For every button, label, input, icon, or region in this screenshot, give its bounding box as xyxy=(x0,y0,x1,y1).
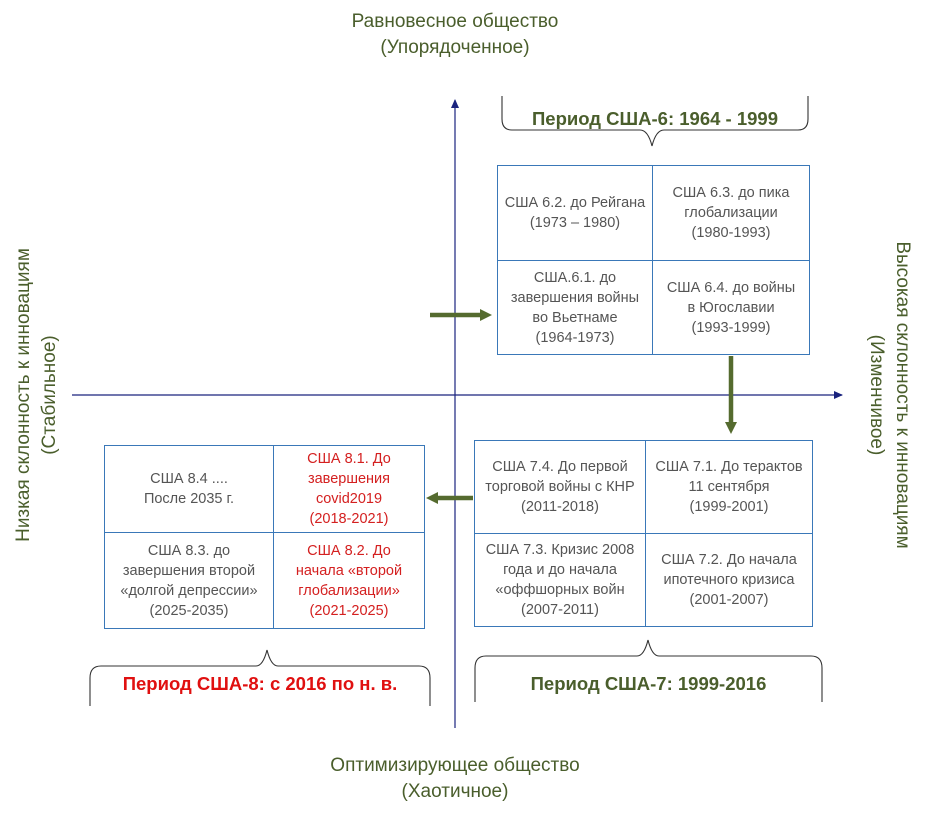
brace-usa6 xyxy=(501,96,809,147)
cell-usa-8-2: США 8.2. До начала «второй глобализации»… xyxy=(273,532,425,629)
cell-usa-8-1: США 8.1. До завершения covid2019 (2018-2… xyxy=(273,445,425,533)
period-usa8-title: Период США-8: с 2016 по н. в. xyxy=(122,673,398,694)
cell-usa-6-4: США 6.4. до войны в Югославии (1993-1999… xyxy=(652,260,810,355)
brace-usa7 xyxy=(474,639,823,702)
cell-usa-6-3: США 6.3. до пика глобализации (1980-1993… xyxy=(652,165,810,261)
cell-usa-7-2: США 7.2. До начала ипотечного кризиса (2… xyxy=(645,533,813,627)
brace-usa8 xyxy=(89,649,431,706)
cell-usa-7-3: США 7.3. Кризис 2008 года и до начала «о… xyxy=(474,533,646,627)
period-usa7-title: Период США-7: 1999-2016 xyxy=(530,673,767,694)
cell-usa-6-1: США.6.1. до завершения войны во Вьетнаме… xyxy=(497,260,653,355)
period-usa6-title: Период США-6: 1964 - 1999 xyxy=(531,108,778,129)
cell-usa-8-3: США 8.3. до завершения второй «долгой де… xyxy=(104,532,274,629)
axis-label-right: Высокая склонность к инновациям (Изменчи… xyxy=(866,241,913,549)
axis-label-bottom: Оптимизирующее общество (Хаотичное) xyxy=(330,755,580,802)
axis-label-left: Низкая склонность к инновациям (Стабильн… xyxy=(13,248,60,542)
cell-usa-7-1: США 7.1. До терактов 11 сентября (1999-2… xyxy=(645,440,813,534)
axis-label-top: Равновесное общество (Упорядоченное) xyxy=(351,11,559,58)
cell-usa-6-2: США 6.2. до Рейгана (1973 – 1980) xyxy=(497,165,653,261)
cell-usa-8-4: США 8.4 .... После 2035 г. xyxy=(104,445,274,533)
cell-usa-7-4: США 7.4. До первой торговой войны с КНР … xyxy=(474,440,646,534)
